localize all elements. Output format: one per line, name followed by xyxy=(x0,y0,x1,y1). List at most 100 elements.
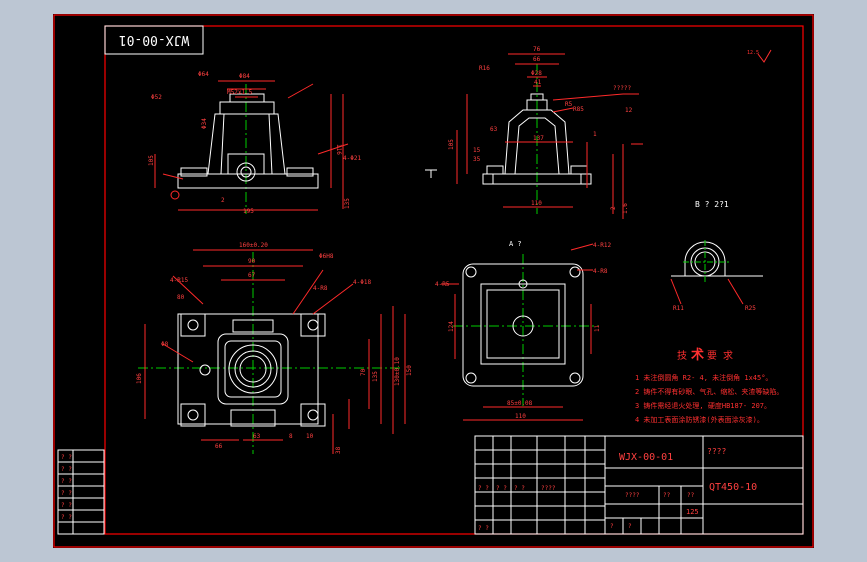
title-block: WJX-00-01 ???? QT450-10 ???? ?? ?? ? ? 1… xyxy=(474,435,804,535)
dim-a-124: 124 xyxy=(448,321,455,332)
dim-side-35: 35 xyxy=(473,156,481,163)
view-a: A ? 4-R12 4-R8 xyxy=(435,240,611,421)
dim-plan-130: 130±0.10 xyxy=(394,357,401,386)
dim-front-phi52: Φ52 xyxy=(151,94,162,101)
dim-plan-phi8: Φ8 xyxy=(161,341,169,348)
dim-side-137: 137 xyxy=(533,135,544,142)
dim-side-12: 12 xyxy=(625,107,633,114)
dim-side-76: 76 xyxy=(533,46,541,53)
dim-a-4-r12: 4-R12 xyxy=(593,242,611,249)
note-line-1: 1 未注倒圆角 R2- 4, 未注倒角 1x45°。 xyxy=(635,373,772,382)
view-b-label: B ? 2?1 xyxy=(695,200,729,209)
dim-front-135: 135 xyxy=(344,198,351,209)
svg-text:? ?: ? ? xyxy=(61,478,72,485)
svg-text:????: ???? xyxy=(541,485,556,492)
side-view: 76 66 Φ28 41 R16 R5 R85 ????? 12 63 137 … xyxy=(425,46,643,219)
dim-plan-135: 135 xyxy=(372,371,379,382)
dim-plan-10: 10 xyxy=(306,433,314,440)
note-line-4: 4 未加工表面涂防锈漆(外表面涂灰漆)。 xyxy=(635,415,764,424)
dim-plan-63: 63 xyxy=(253,433,261,440)
dim-side-41: 41 xyxy=(534,79,542,86)
dim-plan-70: 70 xyxy=(360,368,367,376)
dim-side-15: 15 xyxy=(473,147,481,154)
dim-side-phi28: Φ28 xyxy=(531,70,542,77)
dim-side-r85: R85 xyxy=(573,106,584,113)
dim-front-105: 105 xyxy=(148,155,155,166)
roughness-symbol: 12.5 xyxy=(747,49,772,63)
dim-plan-106: 106 xyxy=(136,373,143,384)
dim-plan-150: 150 xyxy=(406,365,413,376)
dim-side-63: 63 xyxy=(490,126,498,133)
svg-text:? ?: ? ? xyxy=(478,525,489,532)
dim-plan-90: 90 xyxy=(248,258,256,265)
dim-a-85: 85±0.08 xyxy=(507,400,533,407)
notes-title-a: 技 xyxy=(677,349,687,362)
rotated-code-box xyxy=(104,25,204,55)
dim-plan-67: 67 xyxy=(248,272,256,279)
dim-front-116: 116 xyxy=(335,144,342,155)
title-cell-1: ???? xyxy=(625,492,640,499)
dim-front-m52: M52x1.5 xyxy=(227,89,253,96)
title-scale: 125 xyxy=(686,508,699,516)
inner-frame xyxy=(104,25,804,535)
dim-side-1: 1 xyxy=(593,131,597,138)
svg-text:? ?: ? ? xyxy=(61,490,72,497)
svg-text:? ?: ? ? xyxy=(61,466,72,473)
note-line-2: 2 铸件不得有砂眼、气孔、缩松、夹渣等缺陷。 xyxy=(635,387,783,396)
notes-title-b: 术 xyxy=(690,347,704,363)
drawing-sheet: WJX-00-01 12.5 xyxy=(53,14,814,548)
title-cell-2: ?? xyxy=(663,492,671,499)
dim-front-195: 195 xyxy=(243,208,254,215)
notes-title-c: 要 求 xyxy=(707,350,733,362)
datum-marker xyxy=(170,190,180,200)
dim-front-phi64: Φ64 xyxy=(198,71,209,78)
view-a-label: A ? xyxy=(509,240,522,248)
dim-a-110: 110 xyxy=(515,413,526,420)
title-drawing-number: WJX-00-01 xyxy=(619,452,673,463)
dim-plan-66: 66 xyxy=(215,443,223,450)
rotated-drawing-code: WJX-00-01 xyxy=(119,32,189,47)
dim-front-phi34: Φ34 xyxy=(201,118,208,129)
cad-drawing: WJX-00-01 12.5 xyxy=(53,14,814,548)
title-cell-5: ? xyxy=(628,523,632,530)
dim-plan-160: 160±0.20 xyxy=(239,242,268,249)
left-stamp-table: ? ? ? ? ? ? ? ? ? ? ? ? xyxy=(57,449,105,535)
plan-view: 160±0.20 90 67 Φ6H8 4-R15 4-Φ18 4-R8 Φ8 … xyxy=(136,242,413,454)
dim-side-105: 105 xyxy=(448,139,455,150)
dim-front-phi84: Φ84 xyxy=(239,73,250,80)
dim-a-4-r8: 4-R8 xyxy=(593,268,608,275)
dim-plan-80: 80 xyxy=(177,294,185,301)
dim-side-unknown: ????? xyxy=(613,85,631,92)
dim-plan-4-r8: 4-R8 xyxy=(313,285,328,292)
svg-text:? ?: ? ? xyxy=(61,514,72,521)
dim-b-r11: R11 xyxy=(673,305,684,312)
title-cell-3: ?? xyxy=(687,492,695,499)
dim-side-66: 66 xyxy=(533,56,541,63)
svg-text:12.5: 12.5 xyxy=(747,50,759,56)
dim-b-r25: R25 xyxy=(745,305,756,312)
view-b: B ? 2?1 R11 R25 xyxy=(670,200,763,312)
dim-plan-4-phi18: 4-Φ18 xyxy=(353,279,371,286)
outer-frame xyxy=(53,14,814,548)
dim-plan-8: 8 xyxy=(289,433,293,440)
dim-plan-phi6h8: Φ6H8 xyxy=(319,253,334,260)
title-cell-4: ? xyxy=(610,523,614,530)
svg-text:? ?: ? ? xyxy=(514,485,525,492)
dim-a-4-r5: 4-R5 xyxy=(435,281,450,288)
svg-text:? ?: ? ? xyxy=(478,485,489,492)
dim-front-4-phi21: 4-Φ21 xyxy=(343,155,361,162)
svg-text:? ?: ? ? xyxy=(61,454,72,461)
dim-plan-4-r15: 4-R15 xyxy=(170,277,188,284)
dim-front-2: 2 xyxy=(221,197,225,204)
technical-requirements: 技 术 要 求 1 未注倒圆角 R2- 4, 未注倒角 1x45°。 2 铸件不… xyxy=(635,347,783,424)
dim-side-110: 110 xyxy=(531,200,542,207)
dim-side-r16: R16 xyxy=(479,65,490,72)
dim-plan-38: 38 xyxy=(335,446,342,454)
note-line-3: 3 铸件需经退火处理, 硬度HB187- 207。 xyxy=(635,401,771,410)
front-view: Φ64 Φ84 M52x1.5 Φ52 Φ34 116 135 4-Φ21 10… xyxy=(148,71,361,215)
svg-text:? ?: ? ? xyxy=(496,485,507,492)
svg-text:? ?: ? ? xyxy=(61,502,72,509)
dim-a-11: 11 xyxy=(594,324,601,332)
title-material: QT450-10 xyxy=(709,482,757,493)
